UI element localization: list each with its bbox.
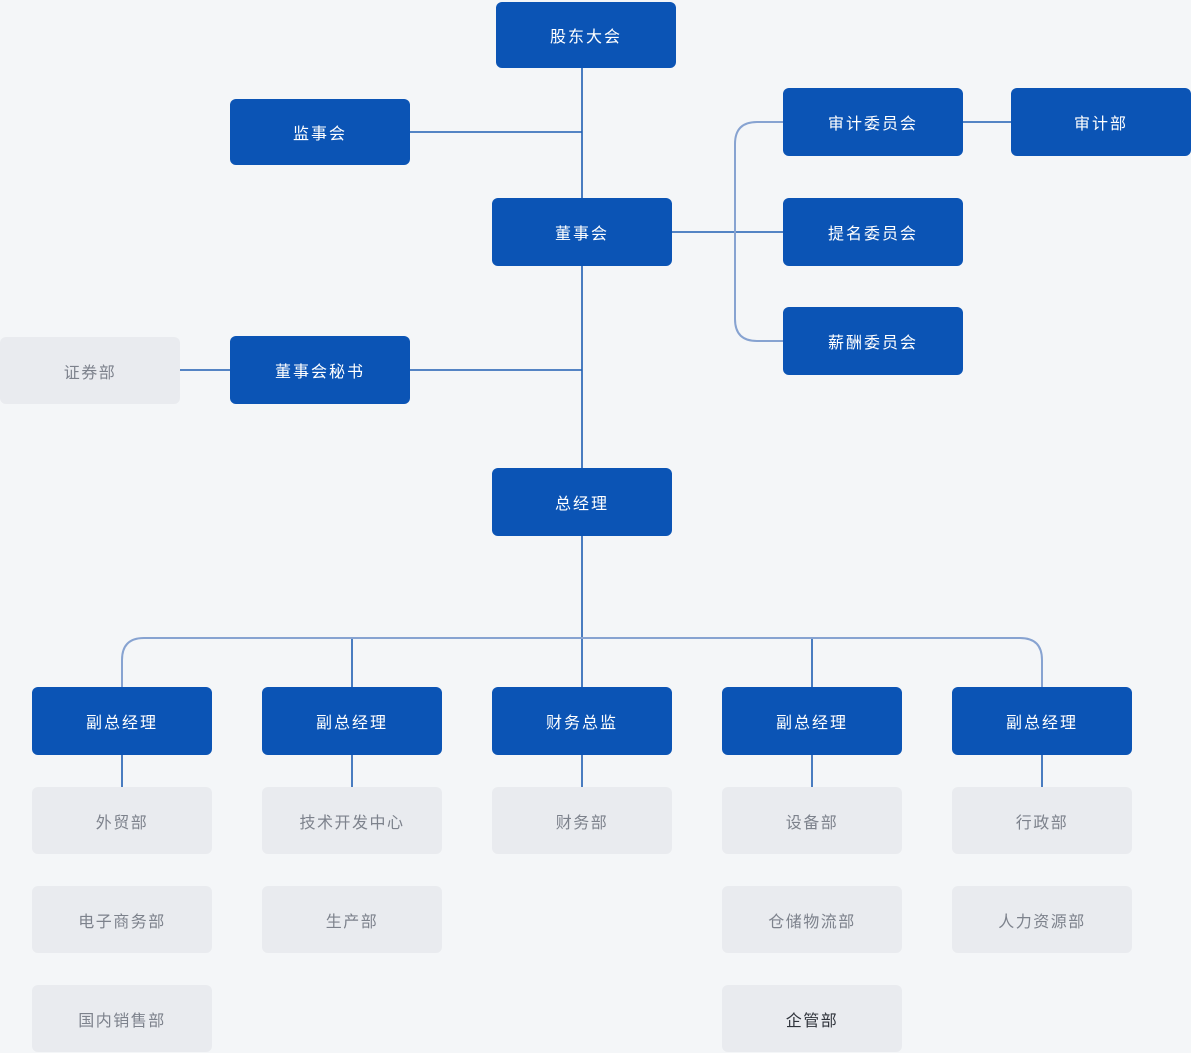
node-equipment-dept[interactable]: 设备部 <box>722 787 902 854</box>
node-enterprise-mgmt-dept[interactable]: 企管部 <box>722 985 902 1052</box>
node-vp-operations[interactable]: 副总经理 <box>722 687 902 755</box>
node-supervisory-board[interactable]: 监事会 <box>230 99 410 165</box>
node-board-secretary[interactable]: 董事会秘书 <box>230 336 410 404</box>
node-board-of-directors[interactable]: 董事会 <box>492 198 672 266</box>
node-general-manager[interactable]: 总经理 <box>492 468 672 536</box>
node-nomination-committee[interactable]: 提名委员会 <box>783 198 963 266</box>
node-ecommerce-dept[interactable]: 电子商务部 <box>32 886 212 953</box>
node-warehouse-logistics-dept[interactable]: 仓储物流部 <box>722 886 902 953</box>
node-finance-dept[interactable]: 财务部 <box>492 787 672 854</box>
node-foreign-trade-dept[interactable]: 外贸部 <box>32 787 212 854</box>
node-vp-tech[interactable]: 副总经理 <box>262 687 442 755</box>
node-finance-director[interactable]: 财务总监 <box>492 687 672 755</box>
bracket-committees <box>734 121 783 342</box>
node-tech-development-center[interactable]: 技术开发中心 <box>262 787 442 854</box>
node-production-dept[interactable]: 生产部 <box>262 886 442 953</box>
node-vp-admin[interactable]: 副总经理 <box>952 687 1132 755</box>
node-domestic-sales-dept[interactable]: 国内销售部 <box>32 985 212 1052</box>
node-audit-committee[interactable]: 审计委员会 <box>783 88 963 156</box>
node-securities-department[interactable]: 证券部 <box>0 337 180 404</box>
node-shareholders-meeting[interactable]: 股东大会 <box>496 2 676 68</box>
node-administration-dept[interactable]: 行政部 <box>952 787 1132 854</box>
node-audit-department[interactable]: 审计部 <box>1011 88 1191 156</box>
node-vp-trade[interactable]: 副总经理 <box>32 687 212 755</box>
node-compensation-committee[interactable]: 薪酬委员会 <box>783 307 963 375</box>
bracket-executives <box>121 637 1043 687</box>
node-human-resources-dept[interactable]: 人力资源部 <box>952 886 1132 953</box>
